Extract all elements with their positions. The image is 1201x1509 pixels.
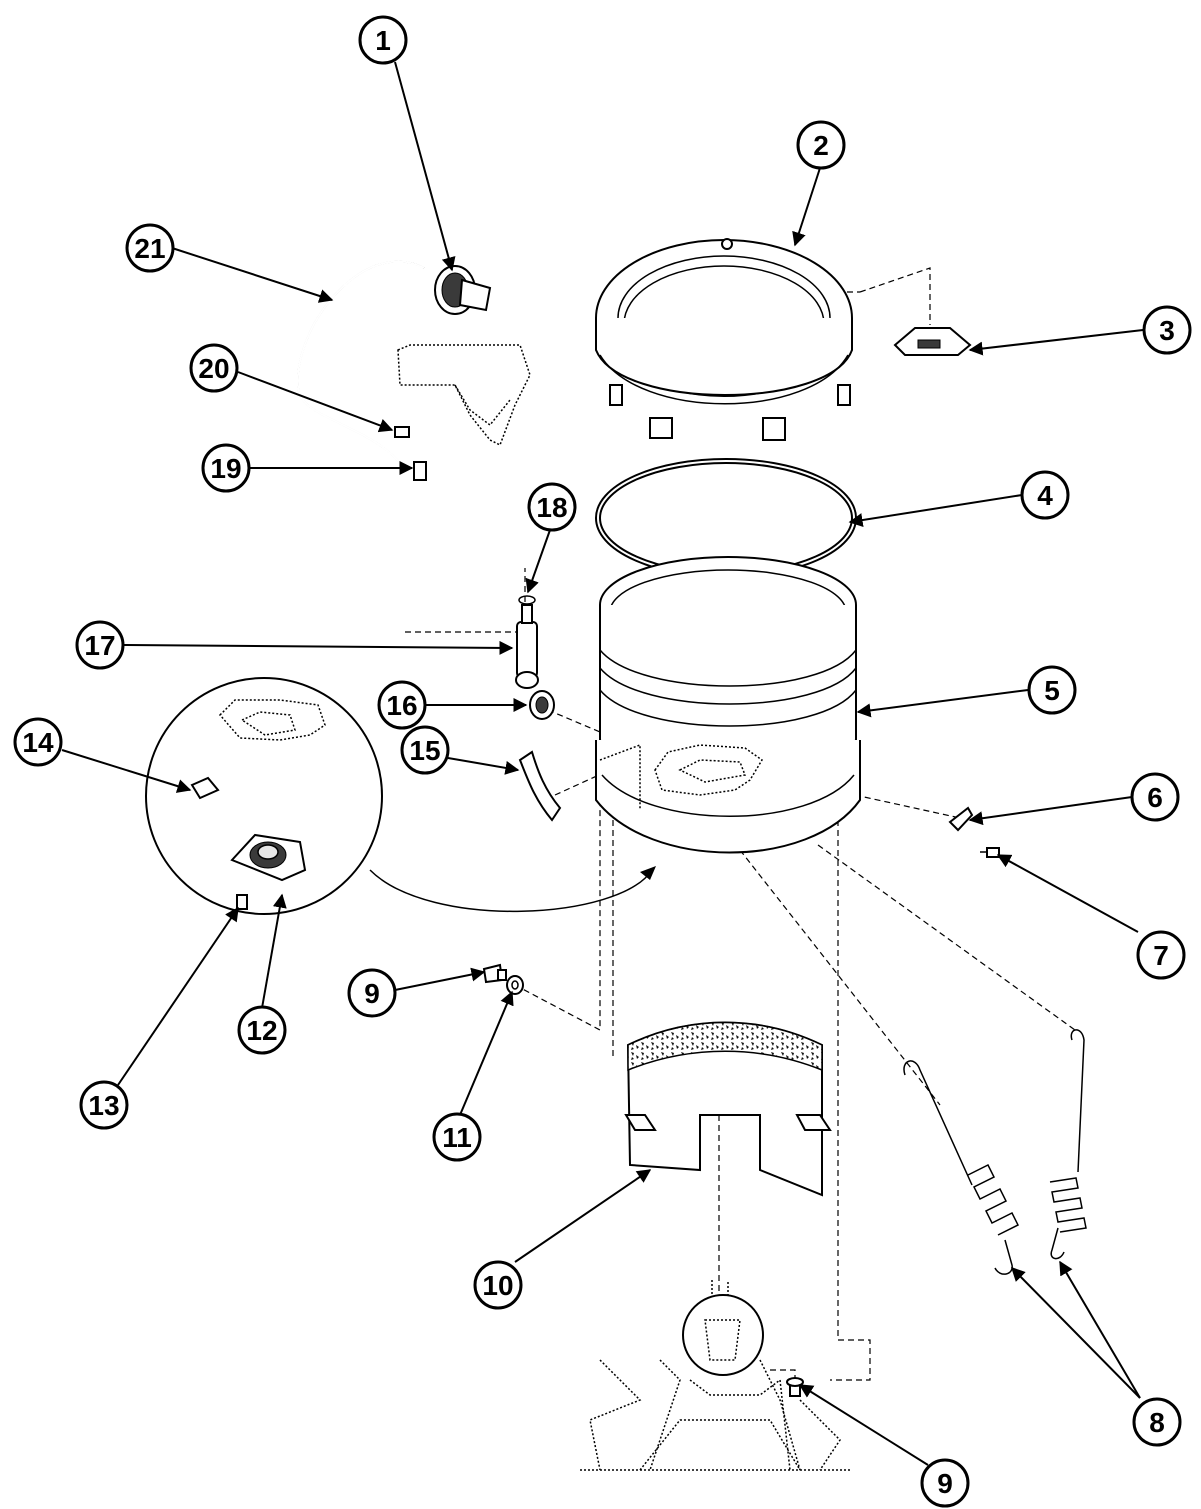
detail-circle [145, 677, 656, 915]
tub-part-5 [595, 556, 861, 854]
callout-9-upper: 9 [347, 968, 397, 1018]
washer-part-11 [506, 975, 524, 995]
callout-19-label: 19 [210, 453, 241, 484]
spring-part-8-left [903, 1060, 1020, 1275]
callout-2-label: 2 [813, 130, 829, 161]
callout-3-label: 3 [1159, 315, 1175, 346]
screw-part-7 [980, 847, 1000, 858]
callout-8: 8 [1132, 1397, 1182, 1447]
callout-5: 5 [1027, 665, 1077, 715]
callout-12: 12 [237, 1005, 287, 1055]
callout-5-label: 5 [1044, 675, 1060, 706]
callout-6-label: 6 [1147, 782, 1163, 813]
callout-1-label: 1 [375, 25, 391, 56]
callout-21: 21 [125, 223, 175, 273]
leader-lines [61, 61, 1144, 1466]
base-assembly-outline [580, 1280, 850, 1471]
callout-13: 13 [79, 1080, 129, 1130]
bracket-outline [397, 344, 531, 447]
callout-9-lower: 9 [920, 1458, 970, 1508]
callout-10-label: 10 [482, 1270, 513, 1301]
callout-13-label: 13 [88, 1090, 119, 1121]
callout-17-label: 17 [84, 630, 115, 661]
callout-15-label: 15 [409, 735, 440, 766]
callout-3: 3 [1142, 305, 1192, 355]
callout-11: 11 [432, 1112, 482, 1162]
callout-18: 18 [527, 482, 577, 532]
foam-block-part-10 [624, 1021, 832, 1197]
callout-21-label: 21 [134, 233, 165, 264]
callout-11-label: 11 [442, 1122, 472, 1153]
callout-17: 17 [75, 620, 125, 670]
callout-4: 4 [1020, 470, 1070, 520]
clip-part-20 [394, 426, 410, 438]
callout-9-upper-label: 9 [364, 978, 380, 1009]
hose-part-21 [296, 260, 425, 605]
callout-7-label: 7 [1153, 940, 1169, 971]
damper-part-17 [515, 604, 539, 689]
callout-18-label: 18 [536, 492, 567, 523]
nozzle-part-16 [529, 690, 555, 720]
callout-15: 15 [400, 725, 450, 775]
callout-16-label: 16 [386, 690, 417, 721]
tub-cover-part-2 [595, 238, 853, 441]
callout-2: 2 [796, 120, 846, 170]
cover-clip-part-3 [893, 327, 972, 356]
callout-7: 7 [1136, 930, 1186, 980]
callout-4-label: 4 [1037, 480, 1053, 511]
callout-16: 16 [377, 680, 427, 730]
strip-part-15 [518, 750, 562, 822]
screw-part-9-upper [482, 963, 507, 984]
callout-20: 20 [189, 343, 239, 393]
clip-part-6 [948, 806, 974, 832]
screw-part-9-lower [786, 1377, 804, 1397]
spring-part-8-right [1049, 1029, 1087, 1260]
callout-14-label: 14 [22, 727, 54, 758]
callout-10: 10 [473, 1260, 523, 1310]
clip-part-19 [413, 461, 427, 481]
pressure-switch-part-1 [434, 265, 492, 315]
callout-9-lower-label: 9 [937, 1468, 953, 1499]
callout-1: 1 [358, 15, 408, 65]
callout-12-label: 12 [246, 1015, 277, 1046]
callout-20-label: 20 [198, 353, 229, 384]
callout-14: 14 [13, 717, 63, 767]
ring-part-18 [518, 595, 536, 605]
callout-19: 19 [201, 443, 251, 493]
callout-6: 6 [1130, 772, 1180, 822]
callout-8-label: 8 [1149, 1407, 1165, 1438]
